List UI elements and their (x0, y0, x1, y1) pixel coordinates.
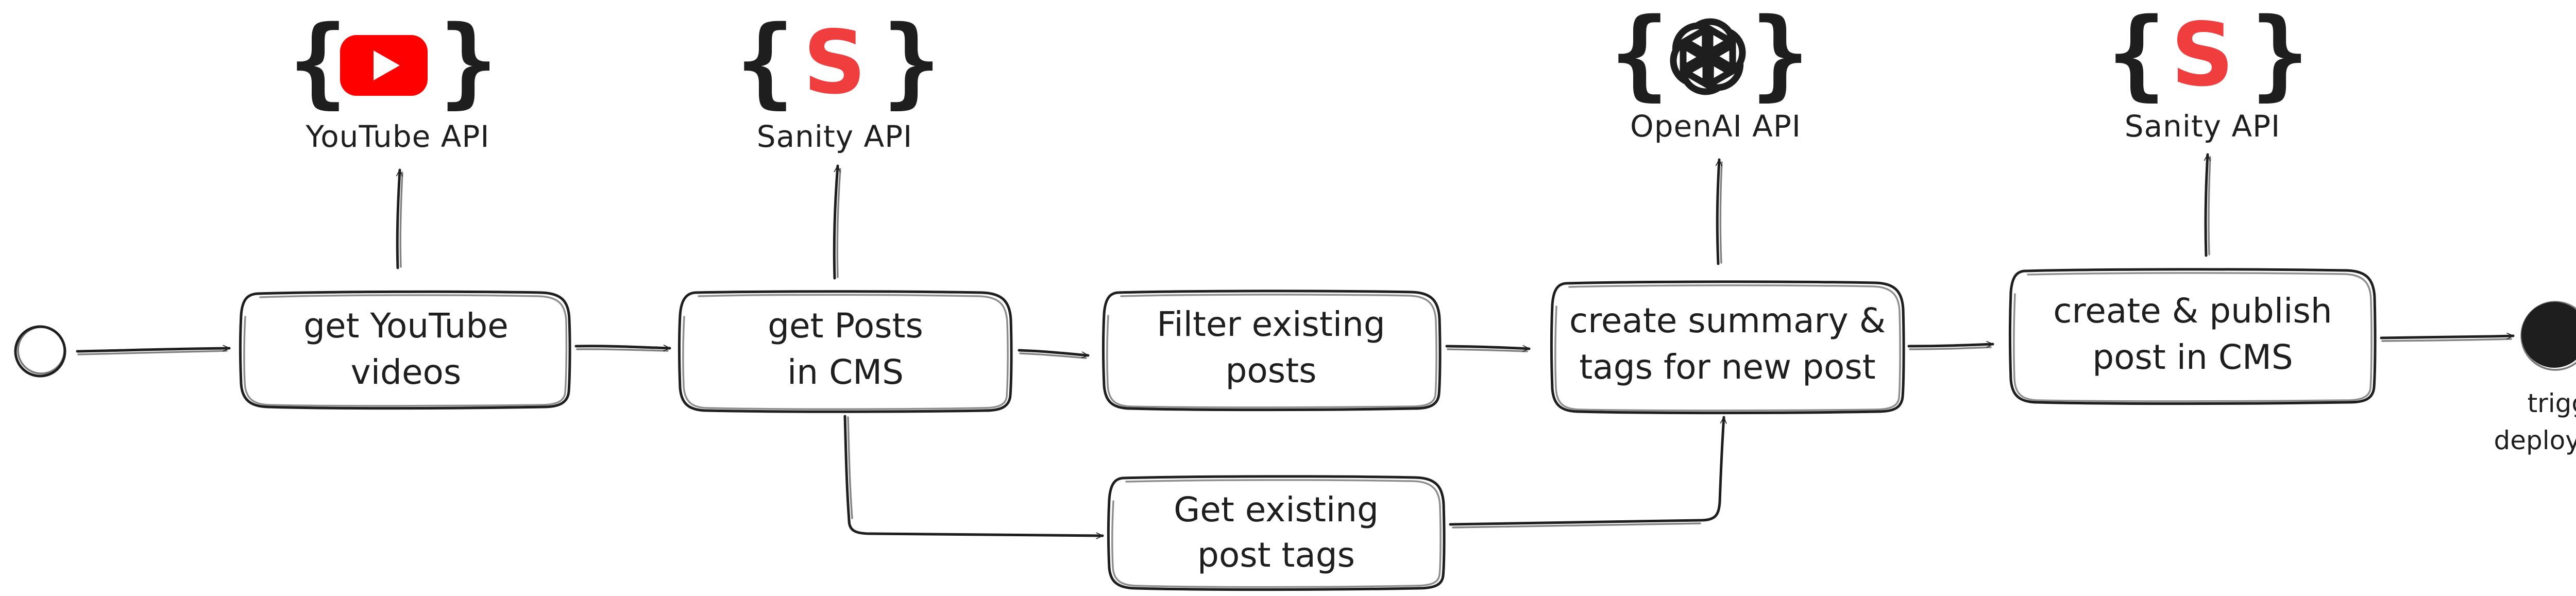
arrow-publish-to-sanity-api (2204, 153, 2211, 257)
step-create-summary-line1: create summary & (1569, 301, 1886, 340)
step-filter-line2: posts (1226, 351, 1317, 390)
api-openai: { } OpenAI API (1610, 0, 1809, 144)
open-brace-icon: { (1610, 0, 1669, 111)
step-get-posts-line1: get Posts (768, 306, 923, 346)
close-brace-icon: } (1751, 0, 1809, 111)
api-youtube-label: YouTube API (305, 119, 489, 154)
close-brace-icon: } (439, 5, 498, 118)
step-get-posts-in-cms: get Posts in CMS (678, 290, 1013, 413)
step-create-summary-line2: tags for new post (1579, 347, 1875, 387)
api-sanity-write-label: Sanity API (2125, 109, 2281, 144)
step-publish-line2: post in CMS (2092, 337, 2293, 377)
close-brace-icon: } (882, 5, 941, 118)
step-create-summary-and-tags: create summary & tags for new post (1550, 280, 1905, 415)
open-brace-icon: { (736, 5, 794, 118)
arrow-get-videos-to-youtube-api (396, 168, 403, 269)
arrow-get-videos-to-get-posts (574, 345, 671, 352)
connectors (76, 153, 2515, 539)
end-label-line2: deployment (2494, 425, 2576, 455)
api-sanity-write: { S } Sanity API (2107, 0, 2309, 144)
sanity-logo-icon: S (803, 12, 866, 114)
step-filter-existing-posts: Filter existing posts (1102, 290, 1442, 412)
end-label-line1: trigger (2528, 388, 2576, 418)
close-brace-icon: } (2250, 0, 2309, 111)
arrow-create-summary-to-openai-api (1715, 158, 1723, 265)
step-publish-line1: create & publish (2053, 291, 2332, 331)
api-openai-label: OpenAI API (1630, 109, 1801, 144)
step-filter-line1: Filter existing (1157, 304, 1385, 344)
step-get-youtube-videos-line1: get YouTube (303, 306, 509, 346)
step-create-and-publish-post: create & publish post in CMS (2009, 268, 2377, 405)
arrow-create-summary-to-publish (1907, 341, 1994, 350)
open-brace-icon: { (2107, 0, 2166, 111)
api-youtube: { } YouTube API (289, 5, 498, 154)
step-get-tags-line1: Get existing (1174, 490, 1379, 530)
openai-logo-icon (1670, 18, 1746, 95)
start-node (14, 325, 66, 378)
youtube-logo-icon (340, 35, 428, 96)
step-get-youtube-videos: get YouTube videos (239, 290, 571, 410)
arrow-get-tags-to-create-summary (1449, 416, 1727, 529)
arrow-get-posts-to-get-tags (843, 415, 1104, 539)
step-get-youtube-videos-line2: videos (351, 352, 462, 392)
arrow-get-posts-to-sanity-api (833, 164, 841, 280)
arrow-start-to-get-videos (76, 345, 231, 355)
step-get-existing-post-tags: Get existing post tags (1107, 475, 1446, 591)
api-sanity-read-label: Sanity API (757, 119, 913, 154)
sanity-logo-icon: S (2171, 4, 2234, 106)
step-get-tags-line2: post tags (1197, 535, 1355, 575)
arrow-publish-to-end (2380, 332, 2515, 342)
open-brace-icon: { (289, 5, 347, 118)
arrow-get-posts-to-filter (1018, 349, 1090, 359)
end-node: trigger deployment (2494, 301, 2576, 455)
step-get-posts-line2: in CMS (787, 352, 904, 392)
api-sanity-read: { S } Sanity API (736, 5, 941, 154)
arrow-filter-to-create-summary (1445, 345, 1531, 352)
